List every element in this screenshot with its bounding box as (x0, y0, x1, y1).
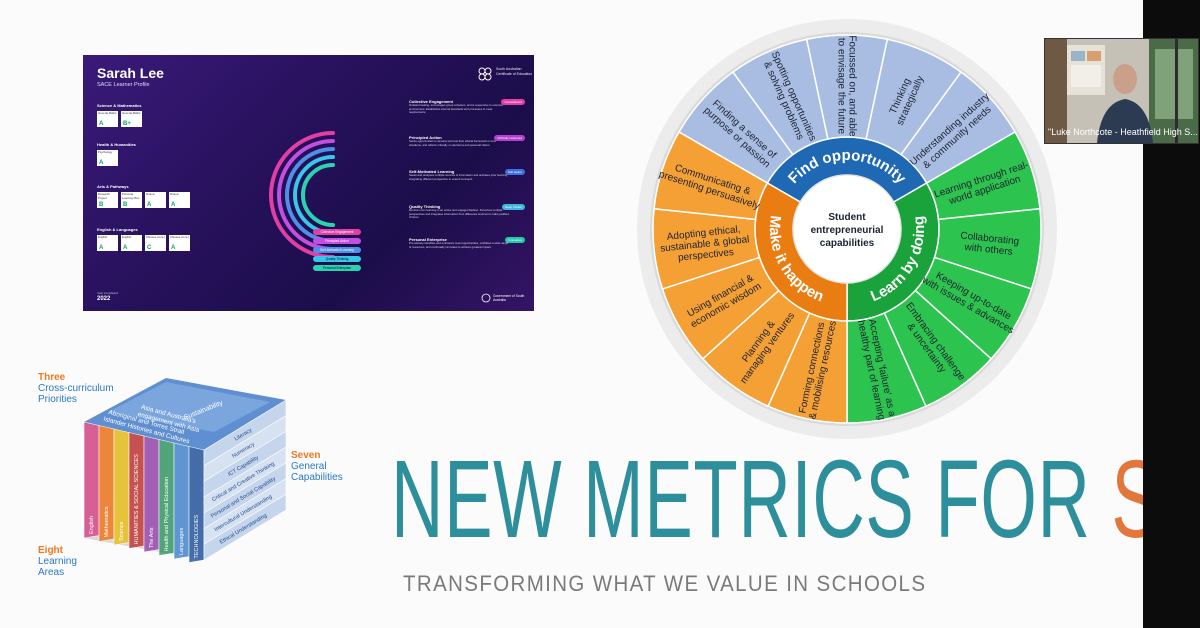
gov-crest-icon (481, 293, 491, 303)
wheel-item-label: to envisage the future (836, 38, 847, 135)
capability-block: Quality Thinking Deep thinker Monitors o… (409, 204, 525, 220)
cube-columns: English Mathematics Science HUMANITIES & SO… (83, 421, 205, 563)
cube-top-band (108, 382, 270, 432)
sace-logo-icon (478, 67, 492, 81)
arc-quality-thinking (293, 155, 335, 235)
legend-pill: Collective Engagement (313, 229, 361, 235)
subject-tile: Chinese (cont.)A (169, 235, 190, 251)
section-title: English & Languages (97, 227, 138, 232)
headline-part-2: SUCCESS: (1111, 438, 1143, 561)
learning-area-label: Health and Physical Education (164, 477, 170, 552)
section-title: Arts & Pathways (97, 184, 129, 189)
learning-area-label: English (89, 516, 95, 534)
headline-subtitle: TRANSFORMING WHAT WE VALUE IN SCHOOLS (403, 571, 927, 596)
capability-block: Collective Engagement Consolidated Outwa… (409, 99, 525, 115)
learner-profile-card: Sarah Lee SACE Learner Profile South Aus… (83, 55, 534, 311)
participant-video-tile[interactable] (1044, 38, 1199, 144)
wheel-item-segment (653, 130, 769, 221)
gov-label: Government of South Australia (493, 294, 525, 302)
headline-part-1: NEW METRICS FOR (391, 438, 1112, 561)
areas-label-1: Learning (38, 556, 77, 567)
wheel-segments (652, 34, 1042, 424)
wheel-item-label: Focussed on, and able (847, 35, 858, 137)
participant-video-feed (1045, 39, 1198, 143)
capability-block: Personal Enterprise Innovative Pro-activ… (409, 237, 525, 249)
year-value: 2022 (97, 296, 111, 302)
arc-collective-engagement (269, 131, 335, 259)
slide-canvas: Sarah Lee SACE Learner Profile South Aus… (38, 19, 1143, 596)
curriculum-cube: English Mathematics Science HUMANITIES & SO… (38, 372, 343, 578)
sace-logo-text: South Australian Certificate of Educatio… (496, 67, 533, 76)
center-line-3: capabilities (820, 238, 875, 249)
legend-pill: Quality Thinking (313, 256, 361, 262)
wheel-center (792, 174, 902, 284)
legend-pill: Principled Action (313, 238, 361, 244)
learning-area-label: Languages (179, 528, 185, 555)
profile-subtitle: SACE Learner Profile (97, 82, 150, 88)
legend-pill: Self-Motivated Learning (313, 247, 361, 253)
capability-arcs-graphic (269, 131, 335, 259)
learning-area-label: Mathematics (104, 506, 110, 537)
priorities-label-1: Cross-curriculum (38, 383, 114, 394)
arc-principled-action (277, 139, 335, 251)
learning-area-label: HUMANITIES & SOCIAL SCIENCES (134, 454, 140, 545)
legend-pill: Personal Enterprise (313, 265, 361, 271)
wheel-item-label: with others (963, 242, 1013, 258)
subject-tile: Chinese (cont.)C (145, 235, 166, 251)
section-title: Science & Mathematics (97, 103, 142, 108)
arc-self-motivated-learning (285, 147, 335, 243)
capabilities-label-1: General (291, 461, 327, 472)
center-line-2: entrepreneurial (811, 225, 884, 236)
headline-title: NEW METRICS FOR SUCCESS: (391, 440, 1143, 560)
learning-area-label: TECHNOLOGIES (194, 514, 200, 558)
capability-block: Self-Motivated Learning Self aware Seeks… (409, 169, 525, 181)
areas-label-2: Areas (38, 567, 64, 578)
capabilities-number: Seven (291, 450, 320, 461)
capability-block: Principled Action Critically reasoned Se… (409, 135, 525, 147)
learning-area-label: Science (119, 521, 125, 541)
priorities-number: Three (38, 372, 66, 383)
profile-name: Sarah Lee (97, 65, 164, 81)
center-line-1: Student (828, 212, 866, 223)
learning-area-label: The Arts (149, 527, 155, 548)
section-title: Health & Humanities (97, 142, 136, 147)
year-label: Year completed (97, 291, 118, 295)
priorities-label-2: Priorities (38, 394, 77, 405)
areas-number: Eight (38, 545, 64, 556)
arc-personal-enterprise (301, 163, 335, 227)
capabilities-label-2: Capabilities (291, 472, 343, 483)
participant-name-label: "Luke Northcote - Heathfield High S... (1048, 127, 1198, 137)
capability-band (203, 493, 287, 561)
